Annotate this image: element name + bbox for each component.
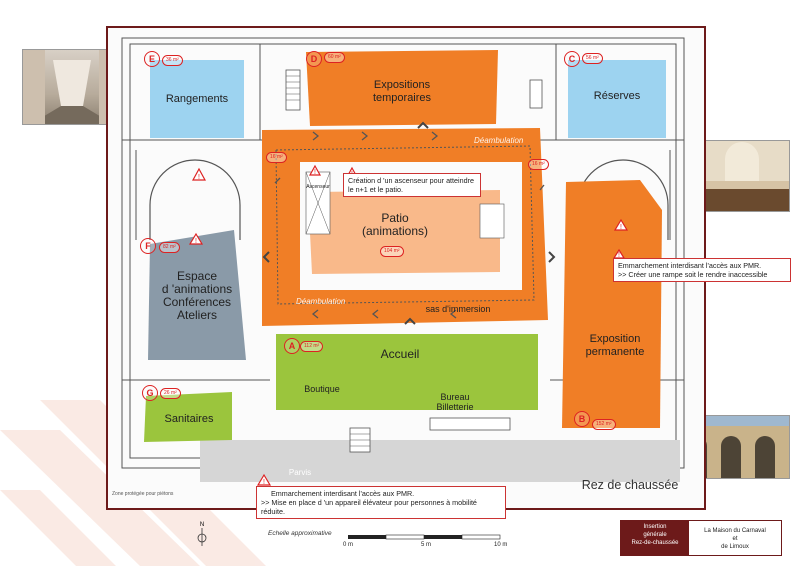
scale-label: Echelle approximative — [268, 530, 332, 537]
badge-a: A — [284, 338, 300, 354]
label-expositions-temporaires: Expositions temporaires — [372, 79, 432, 104]
scale-tick-5: 5 m — [421, 542, 432, 548]
room-sanitaires — [144, 392, 232, 442]
title-block: Insertion générale Rez-de-chaussée La Ma… — [620, 520, 782, 556]
note-pmr-right-line2: >> Créer une rampe soit le rendre inacce… — [618, 270, 768, 279]
area-c: 56 m² — [582, 53, 603, 64]
label-espace-animations: Espace d 'animations Conférences Atelier… — [161, 269, 233, 322]
area-e: 36 m² — [162, 55, 183, 66]
svg-text:!: ! — [620, 224, 622, 231]
area-patio: 104 m² — [380, 246, 404, 257]
parvis-area — [200, 440, 680, 482]
area-d: 60 m² — [324, 52, 345, 63]
hall-photo — [694, 140, 790, 212]
area-g: 26 m² — [160, 388, 181, 399]
label-exposition-permanente: Exposition permanente — [585, 333, 645, 358]
badge-d: D — [306, 51, 322, 67]
label-sas: sas d'immersion — [425, 304, 491, 314]
note-pmr-bottom-line1: Emmarchement interdisant l'accès aux PMR… — [271, 489, 415, 498]
svg-text:!: ! — [195, 238, 197, 245]
room-espace-animations — [148, 230, 246, 360]
deambulation-label-bottom: Déambulation — [296, 297, 346, 306]
zone-protegee-label: Zone protégée pour piétons — [112, 491, 174, 497]
svg-text:!: ! — [263, 479, 265, 486]
room-exposition-permanente — [562, 180, 662, 428]
area-gallery-right: 16 m² — [528, 159, 549, 170]
north-label: N — [199, 522, 205, 528]
label-reserves: Réserves — [593, 90, 641, 102]
area-gallery-left: 16 m² — [266, 152, 287, 163]
label-parvis: Parvis — [288, 468, 312, 477]
north-arrow-icon — [197, 528, 207, 546]
room-expositions-temporaires — [306, 50, 498, 126]
deambulation-ring — [262, 128, 548, 326]
title-block-right: La Maison du Carnaval et de Limoux — [704, 528, 766, 550]
room-rangements — [150, 60, 244, 138]
label-bureau: Bureau Billetterie — [436, 392, 474, 412]
label-boutique: Boutique — [304, 384, 340, 394]
area-a: 112 m² — [300, 341, 324, 352]
note-pmr-bottom-line2: >> Mise en place d 'un appareil élévateu… — [261, 498, 477, 516]
area-f: 82 m² — [159, 242, 180, 253]
title-block-left: Insertion générale Rez-de-chaussée — [621, 521, 689, 555]
svg-text:!: ! — [198, 174, 200, 181]
label-accueil: Accueil — [380, 347, 420, 361]
room-patio — [308, 190, 500, 274]
room-reserves — [568, 60, 666, 138]
badge-g: G — [142, 385, 158, 401]
badge-e: E — [144, 51, 160, 67]
note-pmr-right-line1: Emmarchement interdisant l'accès aux PMR… — [618, 261, 762, 270]
svg-text:!: ! — [314, 169, 316, 176]
label-ascenseur: Ascenseur — [306, 184, 330, 190]
label-patio: Patio (animations) — [361, 211, 429, 238]
label-rangements: Rangements — [165, 93, 229, 105]
badge-c: C — [564, 51, 580, 67]
scale-tick-10: 10 m — [494, 542, 508, 548]
note-pmr-bottom: Emmarchement interdisant l'accès aux PMR… — [256, 486, 506, 519]
note-pmr-right: Emmarchement interdisant l'accès aux PMR… — [613, 258, 791, 282]
badge-f: F — [140, 238, 156, 254]
scale-bar — [348, 534, 501, 540]
label-sanitaires: Sanitaires — [164, 413, 214, 425]
badge-b: B — [574, 411, 590, 427]
area-b: 152 m² — [592, 419, 616, 430]
label-rez-de-chaussee: Rez de chaussée — [581, 478, 679, 492]
scale-tick-0: 0 m — [343, 542, 354, 548]
note-elevator: Création d 'un ascenseur pour atteindre … — [343, 173, 481, 197]
north-arrow: N — [196, 522, 208, 548]
deambulation-label-top: Déambulation — [474, 136, 524, 145]
svg-text:!: ! — [618, 252, 620, 259]
